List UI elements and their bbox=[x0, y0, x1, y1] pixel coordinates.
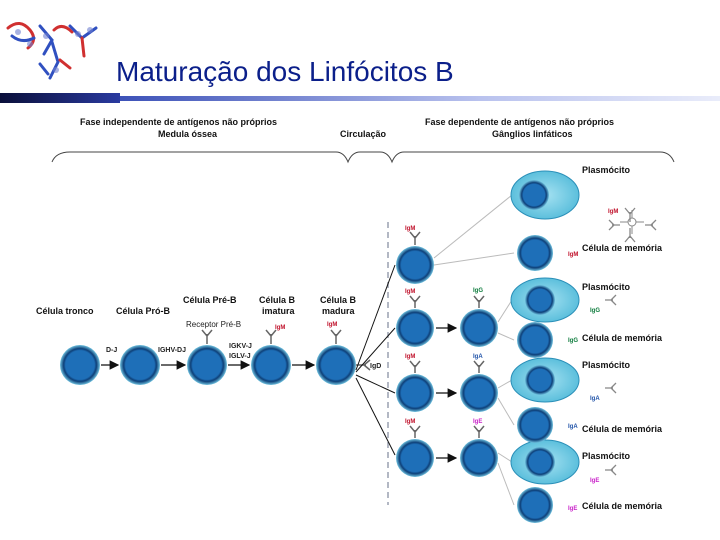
igg-label-memory: IgG bbox=[568, 338, 578, 344]
secreted-antibody-icons bbox=[605, 207, 657, 476]
outcome-plasma-1: Plasmócito bbox=[582, 165, 631, 175]
igm-label-4: IgM bbox=[405, 419, 415, 425]
b-cell-maturation-diagram: Fase independente de antígenos não própr… bbox=[36, 117, 675, 523]
outcome-plasma-4: Plasmócito bbox=[582, 451, 631, 461]
stage-immature-b-line1: Célula B bbox=[259, 295, 296, 305]
memory-cell-iga bbox=[517, 407, 553, 443]
igg-label-secreted: IgG bbox=[590, 308, 600, 314]
iga-label-switched: IgA bbox=[473, 354, 483, 360]
stage-stem-cell: Célula tronco bbox=[36, 306, 94, 316]
iga-label-memory: IgA bbox=[568, 424, 578, 430]
stage-mature-b-line1: Célula B bbox=[320, 295, 357, 305]
ige-label-switched: IgE bbox=[473, 419, 482, 425]
outcome-plasma-3: Plasmócito bbox=[582, 360, 631, 370]
memory-cell-ige bbox=[517, 487, 553, 523]
header-bone-marrow: Medula óssea bbox=[158, 129, 218, 139]
iga-b-cell bbox=[460, 374, 498, 412]
mature-b-cell bbox=[316, 345, 356, 385]
antibody-logo-icon bbox=[0, 8, 110, 88]
igm-label-memory: IgM bbox=[568, 252, 578, 258]
page-title: Maturação dos Linfócitos B bbox=[116, 56, 454, 87]
iga-label-secreted: IgA bbox=[590, 396, 600, 402]
igm-label-secreted: IgM bbox=[608, 209, 618, 215]
pro-b-cell bbox=[120, 345, 160, 385]
igm-label-2: IgM bbox=[405, 289, 415, 295]
igm-pentamer-icon bbox=[620, 210, 644, 234]
pre-b-cell bbox=[187, 345, 227, 385]
phase-bracket bbox=[51, 151, 675, 164]
pre-b-receptor-label: Receptor Pré-B bbox=[186, 320, 241, 329]
memory-cell-igg bbox=[517, 322, 553, 358]
stage-pro-b: Célula Pró-B bbox=[116, 306, 171, 316]
igm-label-3: IgM bbox=[405, 354, 415, 360]
stage-pre-b: Célula Pré-B bbox=[183, 295, 237, 305]
ige-label-secreted: IgE bbox=[590, 478, 599, 484]
outcome-memory-1: Célula de memória bbox=[582, 243, 663, 253]
igm-label-mature: IgM bbox=[327, 322, 337, 328]
igg-b-cell bbox=[460, 309, 498, 347]
gene-vj-lambda: IGLV-J bbox=[229, 353, 251, 360]
outcome-plasma-2: Plasmócito bbox=[582, 282, 631, 292]
igm-label-immature: IgM bbox=[275, 325, 285, 331]
header-dependent-phase: Fase dependente de antígenos não próprio… bbox=[425, 117, 614, 127]
outcome-memory-4: Célula de memória bbox=[582, 501, 663, 511]
igg-label-switched: IgG bbox=[473, 288, 483, 294]
igm-b-cell-1 bbox=[396, 246, 434, 284]
ige-label-memory: IgE bbox=[568, 506, 577, 512]
gene-dj: D-J bbox=[106, 347, 117, 354]
igd-label-mature: IgD bbox=[370, 363, 381, 370]
gene-vdj: IGHV-DJ bbox=[158, 347, 186, 354]
header-independent-phase: Fase independente de antígenos não própr… bbox=[80, 117, 277, 127]
igm-b-cell-3 bbox=[396, 374, 434, 412]
gene-vj-kappa: IGKV-J bbox=[229, 343, 252, 350]
header-lymph-nodes: Gânglios linfáticos bbox=[492, 129, 573, 139]
igm-b-cell-4 bbox=[396, 439, 434, 477]
immature-b-cell bbox=[251, 345, 291, 385]
igm-b-cell-2 bbox=[396, 309, 434, 347]
header-circulation: Circulação bbox=[340, 129, 387, 139]
stage-immature-b-line2: imatura bbox=[262, 306, 296, 316]
memory-cell-igm bbox=[517, 235, 553, 271]
igm-label-1: IgM bbox=[405, 226, 415, 232]
title-divider bbox=[0, 93, 720, 103]
stage-mature-b-line2: madura bbox=[322, 306, 356, 316]
outcome-memory-2: Célula de memória bbox=[582, 333, 663, 343]
stem-cell bbox=[60, 345, 100, 385]
ige-b-cell bbox=[460, 439, 498, 477]
outcome-memory-3: Célula de memória bbox=[582, 424, 663, 434]
